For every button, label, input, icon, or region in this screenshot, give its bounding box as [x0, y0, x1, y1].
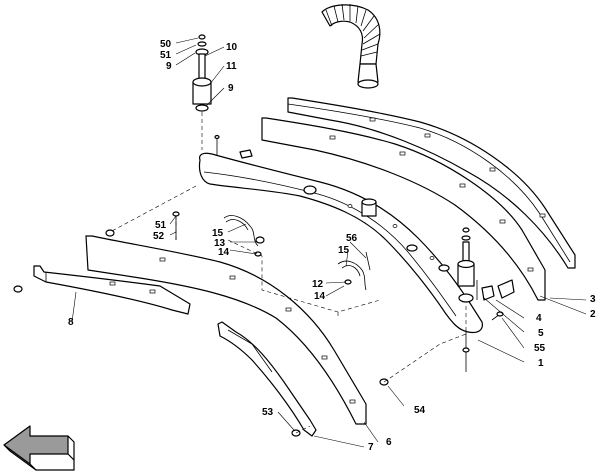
callout-56: 56	[346, 233, 358, 244]
callout-53: 53	[262, 407, 274, 418]
skirt-3-holes	[369, 117, 546, 218]
callout-51: 51	[155, 220, 167, 231]
callout-labels: 50 51 9 10 11 9 51 52 15 13 14 56 15 12 …	[68, 39, 596, 453]
skirt-2	[261, 117, 546, 301]
leader-lines	[71, 37, 587, 448]
callout-12: 12	[312, 279, 324, 290]
front-skirt-6	[85, 235, 367, 425]
callout-11: 11	[226, 61, 237, 72]
cable-clip-left	[223, 215, 265, 257]
callout-7: 7	[368, 442, 374, 453]
front-skirt-7	[217, 321, 317, 437]
callout-52: 52	[153, 231, 165, 242]
callout-9: 9	[166, 61, 172, 72]
callout-13: 13	[214, 238, 226, 249]
callout-54: 54	[414, 405, 426, 416]
callout-51: 51	[160, 50, 172, 61]
callout-55: 55	[534, 343, 546, 354]
vacuum-hose	[321, 3, 381, 89]
callout-5: 5	[538, 328, 544, 339]
callout-4: 4	[536, 313, 542, 324]
callout-14: 14	[218, 247, 230, 258]
callout-15: 15	[338, 245, 350, 256]
callout-9: 9	[228, 83, 234, 94]
cable-clip-right	[337, 251, 371, 291]
direction-arrow-icon	[3, 425, 75, 471]
callout-3: 3	[590, 294, 596, 305]
assembly-lines	[109, 112, 467, 434]
front-skirt-8	[33, 265, 191, 315]
callout-50: 50	[160, 39, 172, 50]
skirt-3	[287, 97, 576, 269]
caster-assembly-left	[192, 34, 212, 112]
callout-15: 15	[212, 228, 224, 239]
callout-14: 14	[314, 291, 326, 302]
callout-10: 10	[226, 42, 238, 53]
callout-6: 6	[386, 437, 392, 448]
caster-assembly-right	[457, 227, 515, 303]
callout-1: 1	[538, 358, 544, 369]
main-frame	[198, 152, 483, 334]
callout-8: 8	[68, 317, 74, 328]
callout-2: 2	[590, 309, 596, 320]
